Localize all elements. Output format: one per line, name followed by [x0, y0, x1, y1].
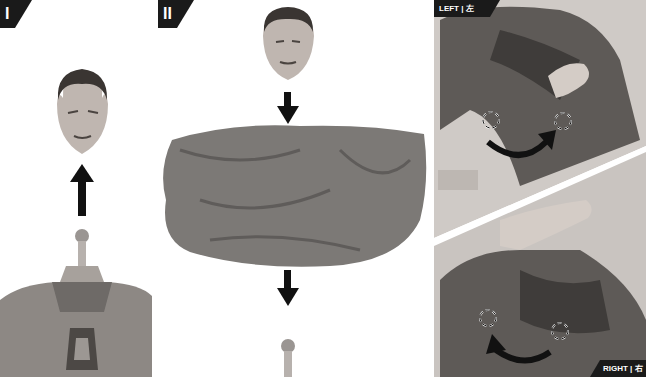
- fastener-marker: [480, 310, 496, 326]
- panel-label: II: [163, 6, 172, 22]
- face-features: [68, 111, 98, 138]
- figure-hand: [500, 200, 592, 250]
- panel-tab: I: [0, 0, 32, 28]
- tab-fill: [0, 0, 32, 28]
- hair: [58, 69, 107, 100]
- robe-cloth: [163, 125, 426, 266]
- hair: [264, 7, 313, 32]
- tab-fill: [590, 360, 646, 377]
- neck-joint: [60, 266, 104, 282]
- panel-background: [0, 0, 152, 377]
- panel-gap: [430, 0, 434, 377]
- armor-collar: [52, 282, 112, 312]
- panel-gap: [152, 0, 158, 377]
- tab-fill: [158, 0, 194, 28]
- robe-sleeve: [440, 250, 646, 377]
- neck-post: [284, 351, 292, 377]
- panel-label: RIGHT | 右: [603, 365, 643, 373]
- panel-tab: II: [158, 0, 194, 28]
- panel-tab: LEFT | 左: [434, 0, 500, 17]
- neck-post: [78, 241, 86, 267]
- tab-fill: [434, 0, 500, 17]
- arrow-head: [277, 288, 299, 306]
- figure-head: [263, 8, 314, 80]
- figure-head: [57, 70, 108, 154]
- arrow-head: [277, 106, 299, 124]
- arrow-head: [486, 334, 506, 354]
- fastener-marker: [555, 113, 571, 129]
- armor-torso: [0, 282, 152, 377]
- face-features: [276, 41, 300, 64]
- photo-background: [434, 152, 646, 377]
- arrow-head: [70, 164, 94, 182]
- neck-peg: [75, 229, 89, 243]
- fastener-marker: [552, 323, 568, 339]
- panel-label: I: [5, 6, 9, 22]
- panel-tab: RIGHT | 右: [590, 360, 646, 377]
- curved-arrow: [496, 350, 550, 361]
- tab-shape: [0, 0, 32, 28]
- arrow-shaft: [284, 270, 291, 290]
- figure-hand: [548, 63, 589, 98]
- armor-detail: [438, 170, 478, 190]
- fastener-marker: [480, 310, 496, 326]
- curved-arrow: [488, 142, 546, 155]
- fastener-marker: [555, 113, 571, 129]
- arrow-shaft: [78, 178, 86, 216]
- robe-sleeve: [440, 7, 640, 186]
- neck-peg: [281, 339, 295, 353]
- fastener-marker: [552, 323, 568, 339]
- cloth-folds: [180, 150, 410, 250]
- armor-emblem: [66, 328, 98, 370]
- arrow-head: [538, 130, 556, 150]
- armor-emblem-inner: [74, 338, 90, 360]
- fastener-marker: [483, 112, 499, 128]
- fastener-marker: [483, 112, 499, 128]
- panel-label: LEFT | 左: [439, 5, 474, 13]
